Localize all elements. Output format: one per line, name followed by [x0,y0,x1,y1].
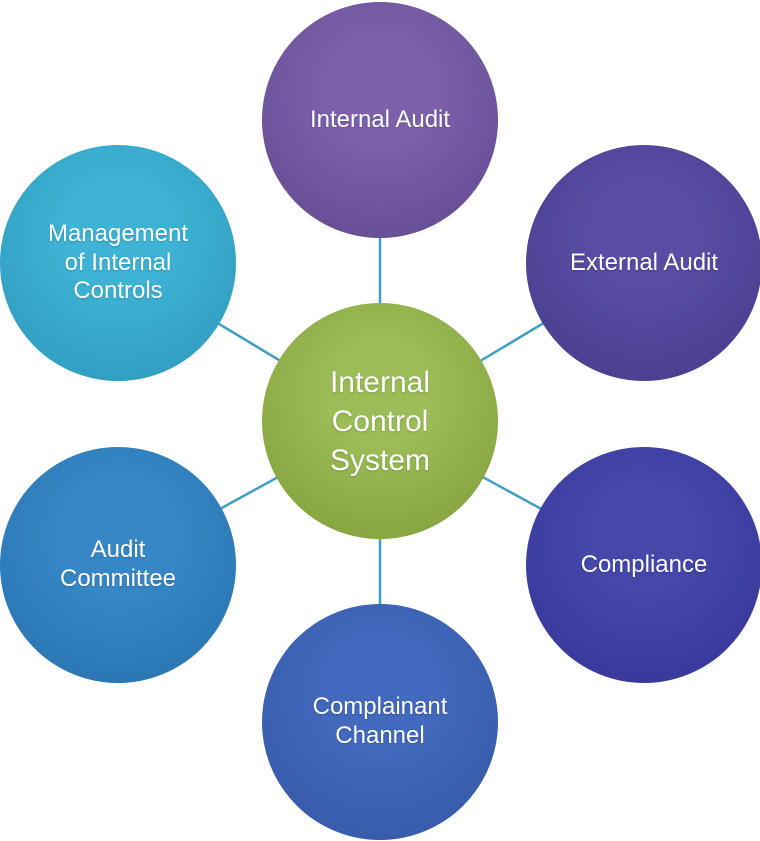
node-internal-control-system-label: Internal Control System [329,365,431,477]
node-internal-audit-label: Internal Audit [309,105,451,133]
node-compliance-label: Compliance [580,550,708,578]
node-complainant-channel: Complainant Channel [262,604,498,840]
node-external-audit-label: External Audit [569,248,719,276]
node-internal-audit: Internal Audit [262,2,498,238]
node-internal-control-system: Internal Control System [262,303,498,539]
node-audit-committee-label: Audit Committee [59,536,177,592]
node-complainant-channel-label: Complainant Channel [312,693,448,749]
node-audit-committee: Audit Committee [0,447,236,683]
node-management-of-internal-controls: Management of Internal Controls [0,145,236,381]
node-external-audit: External Audit [526,145,760,381]
node-management-of-internal-controls-label: Management of Internal Controls [47,219,189,305]
node-compliance: Compliance [526,447,760,683]
